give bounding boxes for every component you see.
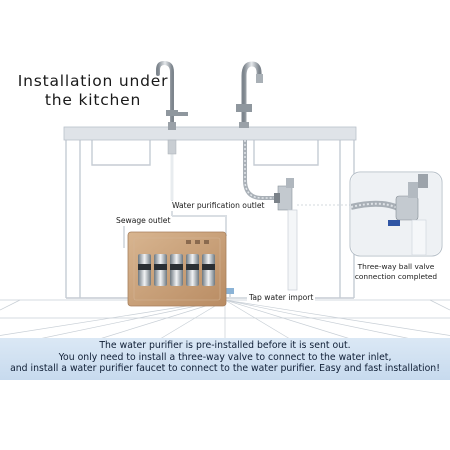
title-line-1: Installation under <box>17 72 169 90</box>
callout-caption-line-2: connection completed <box>354 272 438 281</box>
filter-cartridges <box>138 254 215 286</box>
water-purifier <box>127 231 227 307</box>
countertop <box>63 126 357 141</box>
callout-caption-line-1: Three-way ball valve <box>357 262 435 271</box>
title-line-2: the kitchen <box>44 91 142 109</box>
description-line-2: You only need to install a three-way val… <box>58 351 392 363</box>
label-tap-water-import: Tap water import <box>247 293 316 303</box>
description-line-3: and install a water purifier faucet to c… <box>10 363 440 374</box>
callout-caption: Three-way ball valve connection complete… <box>350 262 442 282</box>
label-water-purification-outlet: Water purification outlet <box>170 201 267 211</box>
cabinet-outline <box>65 140 355 299</box>
three-way-valve-icon <box>274 178 294 211</box>
valve-callout-photo <box>349 171 443 257</box>
description-line-1: The water purifier is pre-installed befo… <box>99 340 351 351</box>
installation-description: The water purifier is pre-installed befo… <box>0 340 450 375</box>
floor-grid <box>0 299 450 346</box>
page-title: Installation under the kitchen <box>8 72 178 110</box>
kitchen-faucet-icon <box>236 61 263 128</box>
label-sewage-outlet: Sewage outlet <box>114 216 173 226</box>
purifier-faucet-icon <box>156 60 188 130</box>
bottom-band <box>0 338 450 380</box>
